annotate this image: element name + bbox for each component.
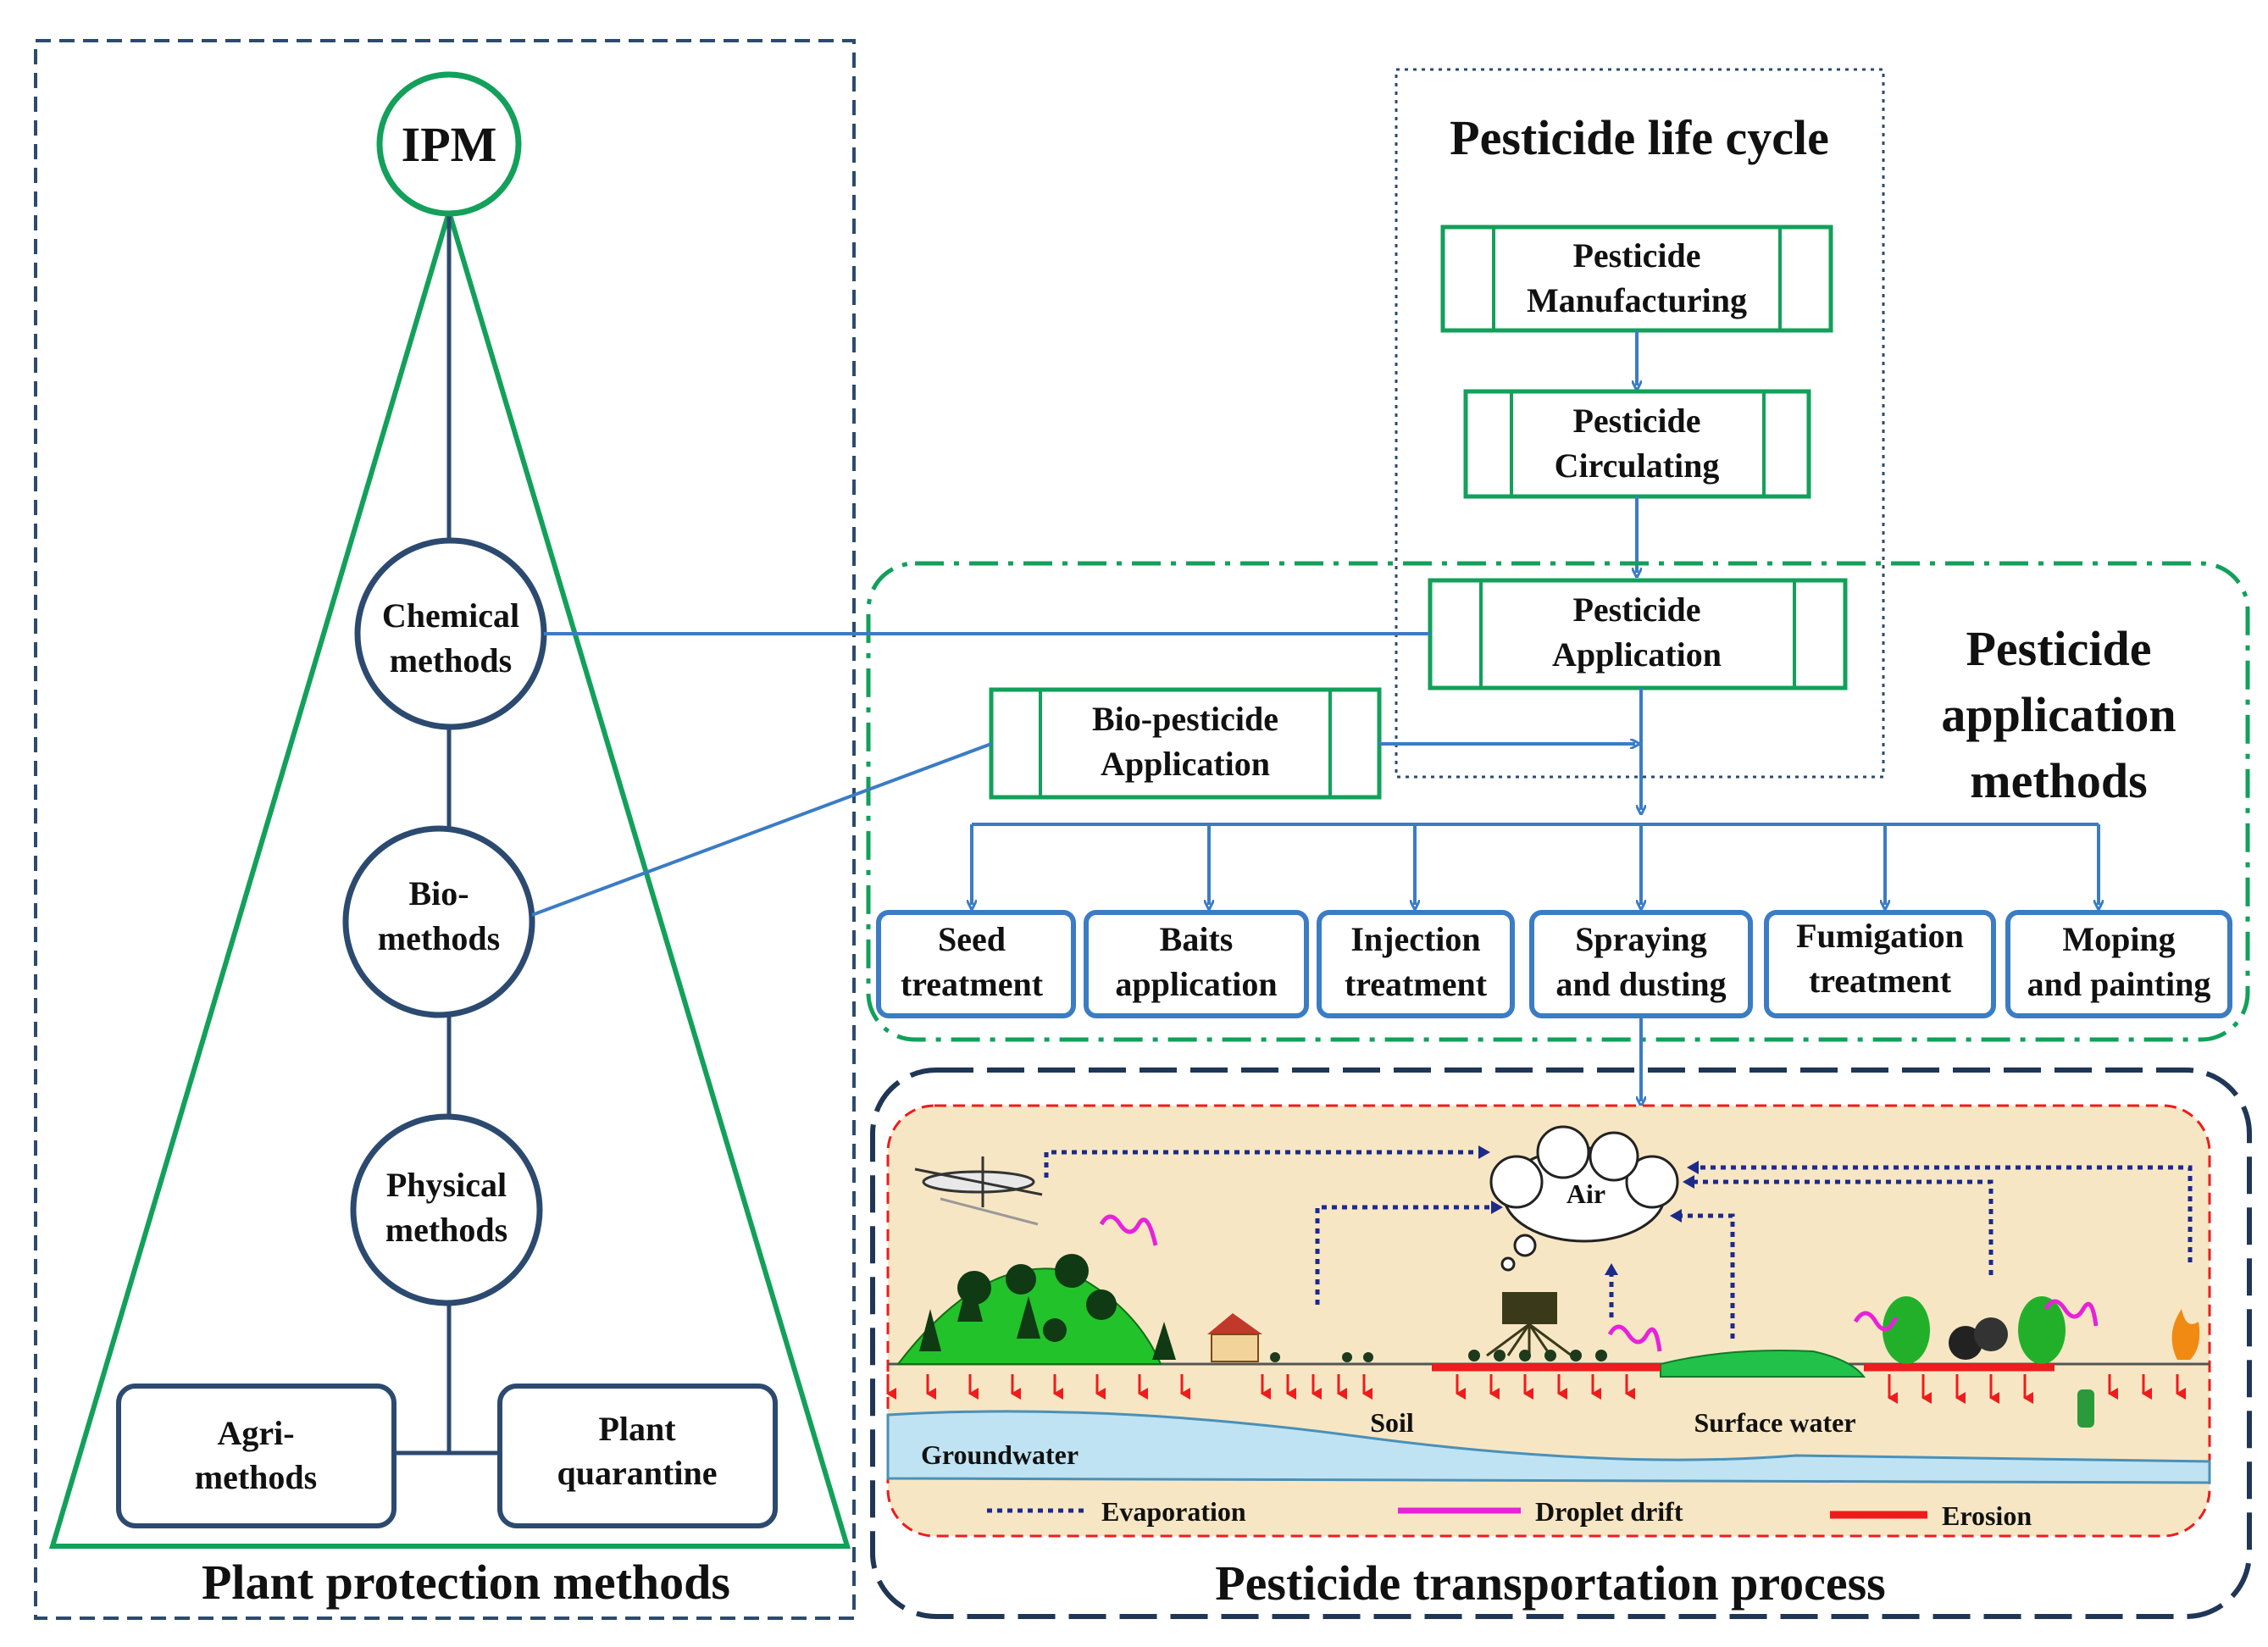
- legend-drift-label: Droplet drift: [1535, 1496, 1683, 1527]
- air-cloud-icon: [1489, 1125, 1679, 1272]
- chemical-methods-label-1: Chemical: [382, 596, 519, 635]
- legend-erosion-label: Erosion: [1942, 1500, 2032, 1531]
- injection-treatment-box: [1317, 910, 1515, 1018]
- house-icon: [1207, 1313, 1262, 1362]
- airplane-icon: [914, 1156, 1043, 1226]
- bio-pesticide-label-2: Application: [1101, 745, 1270, 783]
- application-title-1: Pesticide: [1966, 621, 2151, 676]
- spray-rig-icon: [1486, 1292, 1572, 1357]
- physical-methods-label-2: methods: [385, 1211, 507, 1249]
- manufacturing-label-1: Pesticide: [1572, 236, 1700, 274]
- trees: [919, 1254, 1176, 1360]
- bio-pesticide-label-1: Bio-pesticide: [1092, 700, 1278, 738]
- chemical-methods-label-2: methods: [390, 641, 512, 679]
- baits-application-label-1: Baits: [1160, 920, 1234, 958]
- life-cycle-title: Pesticide life cycle: [1450, 110, 1829, 165]
- fumigation-treatment-label-2: treatment: [1809, 962, 1952, 1000]
- plant-protection-frame: [34, 39, 856, 1620]
- spraying-dusting-label-1: Spraying: [1575, 920, 1707, 958]
- spraying-dusting-label-2: and dusting: [1555, 965, 1726, 1003]
- surface-water-pond: [1660, 1350, 1866, 1378]
- physical-methods-label-1: Physical: [386, 1166, 507, 1204]
- agri-methods-box: [116, 1384, 396, 1528]
- bio-methods-label-1: Bio-: [408, 874, 469, 912]
- groundwater-label: Groundwater: [921, 1439, 1079, 1470]
- ipm-label: IPM: [402, 117, 497, 172]
- soil-label: Soil: [1370, 1407, 1414, 1438]
- baits-application-label-2: application: [1115, 965, 1277, 1003]
- bio-to-biopesticide-line: [531, 742, 992, 917]
- droplet-drift-marks: [1099, 1214, 2099, 1352]
- baits-application-box: [1084, 910, 1309, 1018]
- injection-treatment-label-2: treatment: [1345, 965, 1488, 1003]
- agri-methods-label-2: methods: [195, 1458, 317, 1496]
- application-title-2: application: [1941, 687, 2176, 742]
- air-label: Air: [1567, 1178, 1605, 1209]
- ipm-triangle: [48, 202, 851, 1549]
- agri-methods-label-1: Agri-: [217, 1414, 294, 1452]
- plant-quarantine-box: [497, 1384, 778, 1528]
- leaching-arrows: [886, 1374, 2186, 1404]
- bio-methods-circle: [342, 825, 535, 1018]
- landscape-scene: Air: [886, 1104, 2211, 1538]
- crop-row: [1270, 1350, 1607, 1362]
- pesticide-application-label-1: Pesticide: [1572, 591, 1700, 629]
- greenhouse-icon: [1883, 1296, 2066, 1364]
- seed-treatment-label-1: Seed: [938, 920, 1006, 958]
- fire-icon: [2171, 1309, 2200, 1360]
- bio-pesticide-box: [989, 687, 1382, 800]
- application-frame: [866, 561, 2250, 1042]
- manufacturing-label-2: Manufacturing: [1527, 281, 1747, 319]
- fumigation-treatment-box: [1764, 910, 1996, 1018]
- plant-protection-title: Plant protection methods: [202, 1555, 730, 1610]
- bio-methods-label-2: methods: [378, 919, 500, 957]
- application-title-3: methods: [1970, 753, 2147, 808]
- pesticide-application-label-2: Application: [1552, 635, 1722, 674]
- circulating-label-2: Circulating: [1555, 446, 1720, 485]
- bottle-icon: [2077, 1389, 2094, 1428]
- plant-quarantine-label-2: quarantine: [557, 1454, 718, 1492]
- transport-title: Pesticide transportation process: [1215, 1556, 1886, 1611]
- seed-treatment-label-2: treatment: [901, 965, 1044, 1003]
- circulating-label-1: Pesticide: [1572, 402, 1700, 440]
- method-arrows: [972, 824, 2099, 905]
- groundwater-band: [886, 1410, 2211, 1484]
- moping-painting-label-2: and painting: [2027, 965, 2211, 1003]
- moping-painting-box: [2005, 910, 2232, 1018]
- ipm-circle: [376, 71, 522, 217]
- transport-frame: [870, 1068, 2252, 1619]
- life-cycle-frame: [1395, 68, 1885, 779]
- physical-methods-circle: [350, 1113, 543, 1306]
- seed-treatment-box: [876, 910, 1076, 1018]
- fumigation-treatment-label-1: Fumigation: [1796, 917, 1964, 955]
- plant-quarantine-label-1: Plant: [598, 1410, 676, 1448]
- legend-evaporation-label: Evaporation: [1101, 1496, 1246, 1527]
- surface-water-label: Surface water: [1694, 1407, 1855, 1438]
- injection-treatment-label-1: Injection: [1350, 920, 1480, 958]
- evaporation-paths: [1044, 1145, 2193, 1339]
- legend: Evaporation Droplet drift Erosion: [987, 1496, 2032, 1531]
- circulating-box: [1463, 389, 1811, 499]
- manufacturing-box: [1440, 225, 1833, 333]
- moping-painting-label-1: Moping: [2062, 920, 2175, 958]
